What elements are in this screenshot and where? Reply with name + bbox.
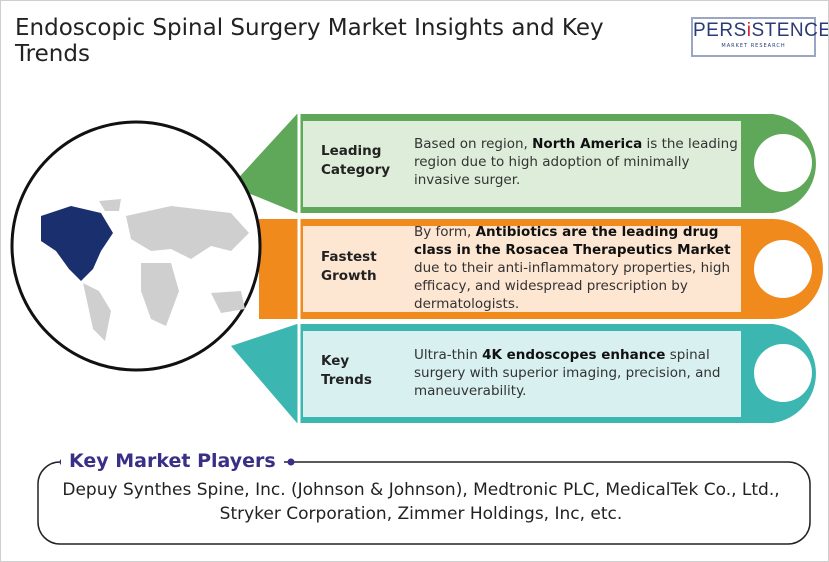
band-key-trends xyxy=(231,324,816,423)
globe-map-icon xyxy=(10,120,262,372)
band-leading-category xyxy=(231,114,816,213)
key-players-list: Depuy Synthes Spine, Inc. (Johnson & Joh… xyxy=(62,480,780,524)
band-fastest-growth xyxy=(259,219,823,319)
page-title: Endoscopic Spinal Surgery Market Insight… xyxy=(15,15,604,67)
insight-text-leading-category: Based on region, North America is the le… xyxy=(414,136,738,188)
insight-text-key-trends: Ultra-thin 4K endoscopes enhance spinal … xyxy=(414,347,721,399)
key-players-title: Key Market Players xyxy=(61,450,284,472)
band-circle xyxy=(754,134,812,192)
persistence-logo: PERSiSTENCE MARKET RESEARCH xyxy=(691,17,828,57)
band-circle xyxy=(754,240,812,298)
band-circle xyxy=(754,344,812,402)
key-players-box xyxy=(37,461,811,545)
insight-text-fastest-growth: By form, Antibiotics are the leading dru… xyxy=(414,224,731,312)
